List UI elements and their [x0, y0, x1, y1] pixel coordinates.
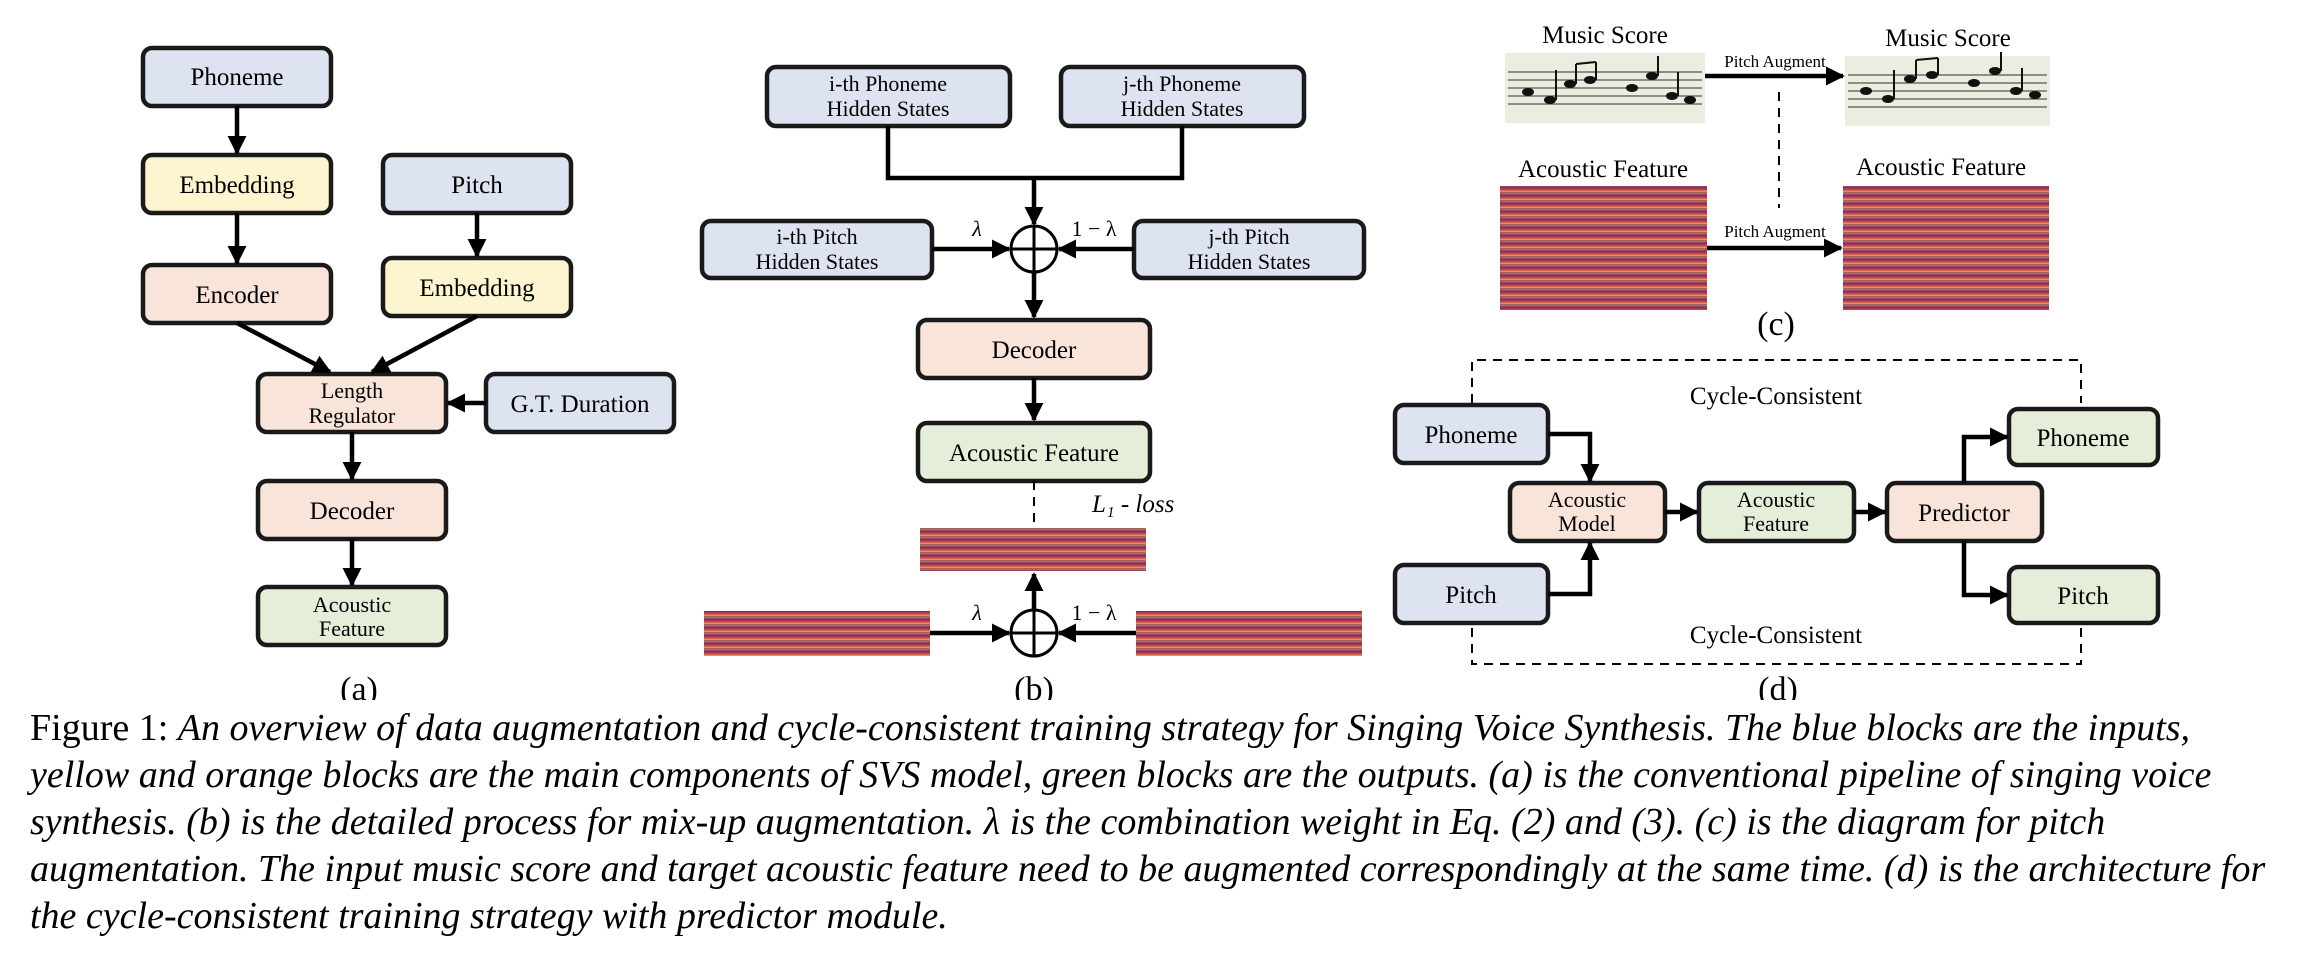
a-length-regulator-node: Length Regulator [255, 371, 449, 435]
svg-text:i-th Phoneme: i-th Phoneme [829, 71, 947, 96]
d-pitch-output-node: Pitch [2006, 564, 2161, 626]
a-pitch-node: Pitch [380, 152, 574, 216]
d-acoustic-feature-node: Acoustic Feature [1696, 480, 1857, 544]
a-acoustic-feature-node: Acoustic Feature [255, 584, 449, 648]
svg-text:Encoder: Encoder [195, 282, 279, 309]
svg-text:Pitch: Pitch [451, 172, 503, 199]
svg-text:Acoustic: Acoustic [1737, 487, 1815, 512]
b-loss-label: L₁ - loss [1091, 491, 1174, 518]
d-acoustic-model-node: Acoustic Model [1507, 480, 1668, 544]
d-cycle-bottom-label: Cycle-Consistent [1690, 622, 1862, 649]
d-predictor-node: Predictor [1884, 480, 2045, 544]
b-spectrogram-j [1136, 611, 1362, 656]
b-i-phoneme-node: i-th Phoneme Hidden States [764, 64, 1013, 129]
a-decoder-node: Decoder [255, 478, 449, 542]
svg-text:Phoneme: Phoneme [1424, 422, 1517, 449]
svg-text:Predictor: Predictor [1918, 500, 2010, 527]
svg-text:Hidden States: Hidden States [827, 96, 950, 121]
svg-text:Hidden States: Hidden States [1188, 249, 1311, 274]
svg-text:Feature: Feature [319, 616, 385, 641]
c-panel-label: (c) [1757, 306, 1795, 343]
b-target-spectrogram [920, 528, 1146, 571]
d-cycle-top-label: Cycle-Consistent [1690, 383, 1862, 410]
svg-text:Acoustic: Acoustic [1548, 487, 1626, 512]
a-phoneme-node: Phoneme [140, 45, 334, 109]
svg-text:G.T. Duration: G.T. Duration [510, 391, 650, 418]
svg-text:j-th Phoneme: j-th Phoneme [1122, 71, 1241, 96]
c-music-score-left-title: Music Score [1542, 22, 1668, 49]
svg-text:Acoustic: Acoustic [313, 592, 391, 617]
c-acoustic-left-title: Acoustic Feature [1518, 156, 1688, 183]
b-connector-j-phoneme [1034, 126, 1185, 181]
svg-text:Length: Length [321, 378, 383, 403]
d-panel-label: (d) [1758, 671, 1798, 700]
svg-text:Feature: Feature [1743, 511, 1809, 536]
a-arrow-embedding2-lr [370, 314, 479, 374]
b-lambda-bottom: λ [971, 600, 982, 625]
b-panel-label: (b) [1014, 671, 1054, 700]
b-one-minus-lambda-top: 1 − λ [1071, 216, 1116, 241]
b-lambda-top: λ [971, 216, 982, 241]
b-connector-i-phoneme [885, 126, 1034, 181]
svg-text:Regulator: Regulator [309, 403, 396, 428]
svg-text:Model: Model [1558, 511, 1615, 536]
b-decoder-node: Decoder [915, 317, 1153, 381]
c-pitch-augment-bottom-label: Pitch Augment [1724, 222, 1826, 241]
c-spectrogram-left [1500, 186, 1707, 310]
d-arrow-predictor-phoneme [1961, 427, 2009, 483]
d-cycle-top-dashed [1471, 359, 2082, 403]
svg-text:Decoder: Decoder [310, 498, 395, 525]
c-spectrogram-right [1843, 186, 2049, 310]
d-arrow-phoneme-model [1548, 431, 1600, 483]
svg-text:Decoder: Decoder [992, 337, 1077, 364]
svg-text:Pitch: Pitch [1445, 582, 1497, 609]
svg-text:Phoneme: Phoneme [190, 64, 283, 91]
a-gt-duration-node: G.T. Duration [483, 371, 677, 435]
b-spectrogram-i [704, 611, 930, 656]
panel-a: Phoneme Embedding Pitch Encoder Embeddin… [140, 45, 677, 700]
b-acoustic-feature-node: Acoustic Feature [915, 420, 1153, 484]
svg-text:i-th Pitch: i-th Pitch [776, 224, 857, 249]
c-music-score-right-title: Music Score [1885, 25, 2011, 52]
c-music-score-right [1845, 52, 2050, 126]
caption-prefix: Figure 1: [30, 707, 178, 749]
d-pitch-input-node: Pitch [1392, 562, 1551, 626]
svg-text:Acoustic Feature: Acoustic Feature [949, 440, 1119, 467]
d-arrow-pitch-model [1548, 541, 1600, 597]
panel-c: Music Score Music Score [1500, 22, 2050, 343]
b-j-phoneme-node: j-th Phoneme Hidden States [1058, 64, 1307, 129]
svg-text:Embedding: Embedding [179, 172, 295, 199]
caption-body: An overview of data augmentation and cyc… [30, 707, 2266, 937]
svg-text:Hidden States: Hidden States [1121, 96, 1244, 121]
svg-text:Phoneme: Phoneme [2036, 425, 2129, 452]
a-encoder-node: Encoder [140, 262, 334, 326]
a-panel-label: (a) [340, 671, 378, 700]
panel-b: i-th Phoneme Hidden States j-th Phoneme … [699, 64, 1367, 700]
svg-text:Pitch: Pitch [2057, 583, 2109, 610]
d-arrow-predictor-pitch [1961, 541, 2009, 605]
svg-text:Hidden States: Hidden States [756, 249, 879, 274]
c-music-score-left [1505, 53, 1705, 123]
svg-text:j-th Pitch: j-th Pitch [1207, 224, 1289, 249]
a-embedding-node: Embedding [140, 152, 334, 216]
d-cycle-bottom-dashed [1471, 625, 2082, 665]
a-arrow-encoder-lr [235, 321, 332, 374]
b-i-pitch-node: i-th Pitch Hidden States [699, 218, 935, 281]
figure-caption: Figure 1: An overview of data augmentati… [30, 705, 2280, 940]
svg-text:Embedding: Embedding [419, 275, 535, 302]
b-one-minus-lambda-bottom: 1 − λ [1071, 600, 1116, 625]
c-pitch-augment-top-label: Pitch Augment [1724, 52, 1826, 71]
b-j-pitch-node: j-th Pitch Hidden States [1131, 218, 1367, 281]
d-phoneme-input-node: Phoneme [1392, 402, 1551, 466]
d-phoneme-output-node: Phoneme [2006, 406, 2161, 468]
c-acoustic-right-title: Acoustic Feature [1856, 154, 2026, 181]
panel-d: Cycle-Consistent Cycle-Consistent Phonem… [1392, 359, 2161, 700]
a-embedding2-node: Embedding [380, 255, 574, 319]
figure-diagram: Phoneme Embedding Pitch Encoder Embeddin… [140, 22, 2161, 700]
